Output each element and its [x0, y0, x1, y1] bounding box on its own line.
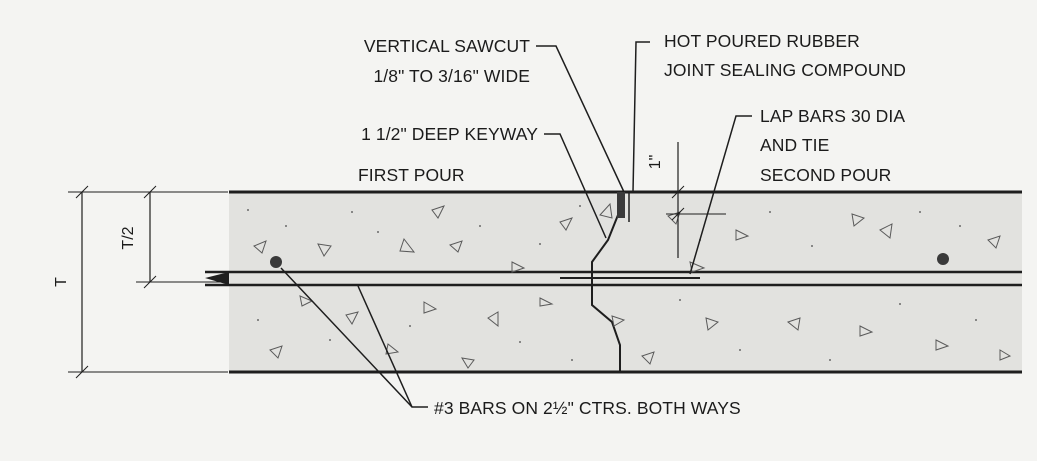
- lap-leader: [689, 115, 752, 275]
- half-thickness-label: T/2: [120, 226, 137, 249]
- sealing-compound: [617, 192, 625, 218]
- first-pour-label: FIRST POUR: [358, 165, 465, 185]
- bars-leader-2: [357, 285, 413, 408]
- keyway-label: 1 1/2" DEEP KEYWAY: [361, 124, 538, 144]
- lap-label-line2: AND TIE: [760, 135, 829, 155]
- dimension-seal-depth: [666, 142, 726, 258]
- rubber-label-line2: JOINT SEALING COMPOUND: [664, 60, 906, 80]
- second-pour-label: SECOND POUR: [760, 165, 891, 185]
- keyway-leader: [544, 133, 607, 239]
- dimension-half-t: [136, 185, 228, 289]
- rebar-left-end: [205, 272, 229, 285]
- seal-depth-label: 1": [647, 155, 664, 170]
- rubber-leader: [632, 41, 650, 193]
- sawcut-label-line2: 1/8" TO 3/16" WIDE: [373, 66, 530, 86]
- rebar-dot-right: [937, 253, 949, 265]
- aggregate-specks: [247, 205, 977, 361]
- dimension-t: [68, 185, 228, 379]
- rubber-label-line1: HOT POURED RUBBER: [664, 31, 860, 51]
- bars-label: #3 BARS ON 2½" CTRS. BOTH WAYS: [434, 398, 741, 418]
- thickness-label: T: [53, 277, 70, 287]
- sawcut-leader: [536, 45, 625, 193]
- concrete-slab: [229, 192, 1022, 372]
- lap-label-line1: LAP BARS 30 DIA: [760, 106, 905, 126]
- rebar-dot-left: [270, 256, 282, 268]
- keyway-joint-line: [591, 192, 621, 372]
- sawcut-label-line1: VERTICAL SAWCUT: [364, 36, 530, 56]
